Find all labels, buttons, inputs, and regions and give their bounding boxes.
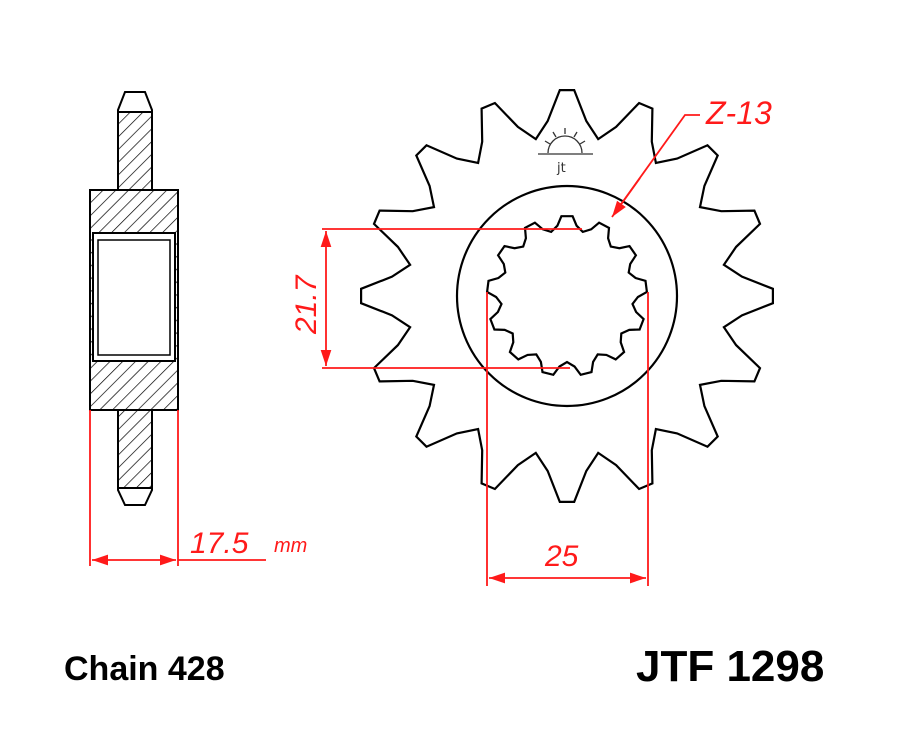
spline-teeth-count: Z-13: [705, 95, 772, 131]
sprocket-front-view: [360, 89, 774, 503]
part-number: JTF 1298: [636, 642, 825, 691]
thickness-unit: mm: [274, 535, 307, 557]
manufacturer-logo-icon: jt: [538, 128, 593, 176]
chain-size-label: Chain 428: [64, 650, 225, 688]
sprocket-outline: [360, 89, 774, 503]
hub-circle: [455, 184, 679, 408]
svg-text:jt: jt: [556, 161, 566, 176]
side-section-view: [89, 91, 179, 506]
spline-width-dimension: 25: [544, 540, 579, 573]
thickness-dimension: 17.5: [190, 527, 249, 560]
dimension-lines: [89, 114, 700, 586]
spline-bore: [485, 215, 649, 377]
inner-height-dimension: 21.7: [290, 274, 323, 335]
